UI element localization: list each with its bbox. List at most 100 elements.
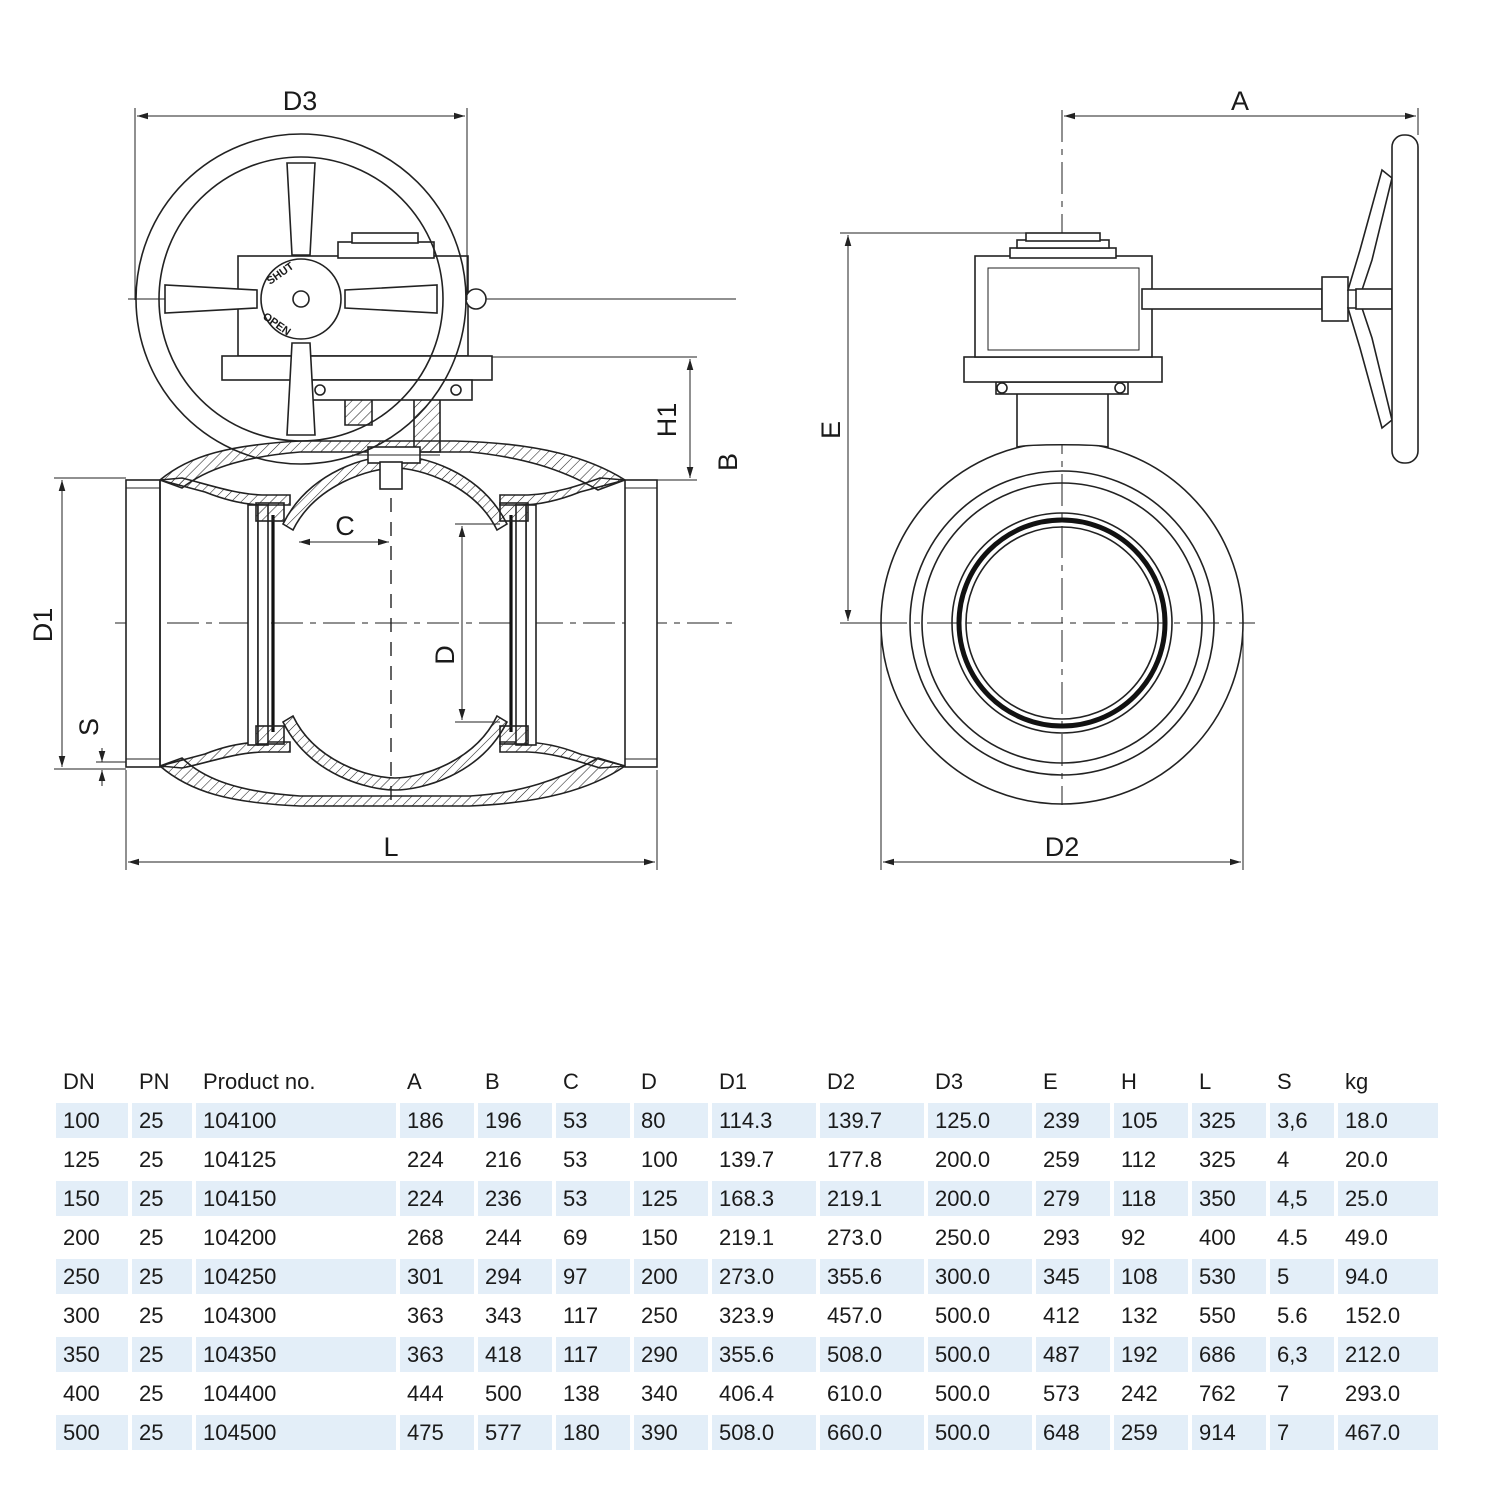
table-cell: 20.0 <box>1345 1146 1388 1172</box>
table-cell: 4 <box>1277 1146 1290 1172</box>
table-cell: 508.0 <box>820 1337 924 1372</box>
table-cell: 475 <box>400 1415 474 1450</box>
table-cell: 200 <box>634 1259 708 1294</box>
dim-label-a: A <box>1231 86 1249 116</box>
table-cell: 49.0 <box>1345 1224 1388 1250</box>
table-cell: 508.0 <box>712 1415 816 1450</box>
table-cell: 152.0 <box>1345 1302 1401 1328</box>
table-cell: 104125 <box>203 1146 277 1172</box>
handwheel-front: SHUT OPEN <box>135 133 467 465</box>
table-cell: 100 <box>641 1146 678 1172</box>
table-cell: 293 <box>1043 1224 1080 1250</box>
table-cell: 168.3 <box>712 1181 816 1216</box>
table-cell: 112 <box>1121 1146 1157 1172</box>
table-cell: 25 <box>139 1380 164 1406</box>
table-cell: 250 <box>641 1302 678 1328</box>
side-view: A E D2 <box>816 86 1419 870</box>
column-header: A <box>407 1068 422 1094</box>
dim-label-l: L <box>383 832 398 862</box>
table-cell: 363 <box>407 1302 444 1328</box>
table-cell: 200 <box>63 1224 100 1250</box>
table-cell: 200.0 <box>928 1181 1032 1216</box>
table-cell: 573 <box>1043 1380 1080 1406</box>
table-cell: 125.0 <box>928 1103 1032 1138</box>
column-header: kg <box>1345 1068 1369 1094</box>
column-header: D2 <box>827 1068 856 1094</box>
column-header: H <box>1121 1068 1137 1094</box>
table-cell: 139.7 <box>719 1146 775 1172</box>
dim-label-e: E <box>816 421 846 439</box>
table-cell: 363 <box>400 1337 474 1372</box>
table-cell: 150 <box>641 1224 678 1250</box>
table-cell: 279 <box>1036 1181 1110 1216</box>
table-cell: 104200 <box>203 1224 277 1250</box>
table-cell: 236 <box>478 1181 552 1216</box>
table-cell: 139.7 <box>820 1103 924 1138</box>
dim-label-b: B <box>713 453 743 471</box>
table-cell: 25 <box>139 1146 164 1172</box>
table-cell: 138 <box>563 1380 600 1406</box>
table-cell: 290 <box>634 1337 708 1372</box>
column-header: D3 <box>935 1068 964 1094</box>
table-cell: 200.0 <box>935 1146 991 1172</box>
table-cell: 323.9 <box>719 1302 775 1328</box>
table-cell: 92 <box>1121 1224 1146 1250</box>
table-cell: 487 <box>1036 1337 1110 1372</box>
table-cell: 125 <box>634 1181 708 1216</box>
table-cell: 300.0 <box>928 1259 1032 1294</box>
dim-label-d: D <box>430 645 460 665</box>
table-cell: 457.0 <box>827 1302 883 1328</box>
table-cell: 355.6 <box>712 1337 816 1372</box>
table-cell: 125 <box>63 1146 100 1172</box>
table-cell: 400 <box>1199 1224 1236 1250</box>
table-cell: 340 <box>641 1380 678 1406</box>
table-cell: 80 <box>634 1103 708 1138</box>
table-cell: 7 <box>1277 1380 1290 1406</box>
column-header: L <box>1199 1068 1212 1094</box>
table-cell: 180 <box>556 1415 630 1450</box>
table-cell: 325 <box>1192 1103 1266 1138</box>
table-cell: 355.6 <box>820 1259 924 1294</box>
table-cell: 500 <box>56 1415 128 1450</box>
table-cell: 648 <box>1036 1415 1110 1450</box>
table-cell: 500.0 <box>928 1337 1032 1372</box>
table-cell: 104100 <box>196 1103 396 1138</box>
table-cell: 25.0 <box>1338 1181 1438 1216</box>
table-cell: 350 <box>1192 1181 1266 1216</box>
table-cell: 25 <box>139 1302 164 1328</box>
column-header: C <box>563 1068 579 1094</box>
table-cell: 25 <box>139 1224 164 1250</box>
dim-label-c: C <box>335 511 355 541</box>
table-cell: 467.0 <box>1338 1415 1438 1450</box>
table-cell: 301 <box>400 1259 474 1294</box>
column-header: D1 <box>719 1068 748 1094</box>
table-cell: 94.0 <box>1338 1259 1438 1294</box>
table-cell: 325 <box>1199 1146 1236 1172</box>
table-cell: 343 <box>485 1302 522 1328</box>
table-cell: 117 <box>556 1337 630 1372</box>
table-cell: 25 <box>132 1259 192 1294</box>
column-header: D <box>641 1068 657 1094</box>
table-cell: 250.0 <box>935 1224 991 1250</box>
table-cell: 418 <box>478 1337 552 1372</box>
table-cell: 244 <box>485 1224 522 1250</box>
table-cell: 500 <box>485 1380 522 1406</box>
table-cell: 268 <box>407 1224 444 1250</box>
table-cell: 400 <box>63 1380 100 1406</box>
dim-label-d3: D3 <box>283 86 318 116</box>
column-header: S <box>1277 1068 1292 1094</box>
table-cell: 117 <box>563 1302 599 1328</box>
table-cell: 259 <box>1043 1146 1080 1172</box>
table-cell: 104350 <box>196 1337 396 1372</box>
table-cell: 7 <box>1270 1415 1334 1450</box>
table-cell: 219.1 <box>719 1224 775 1250</box>
table-cell: 18.0 <box>1338 1103 1438 1138</box>
table-cell: 273.0 <box>827 1224 883 1250</box>
table-cell: 150 <box>56 1181 128 1216</box>
